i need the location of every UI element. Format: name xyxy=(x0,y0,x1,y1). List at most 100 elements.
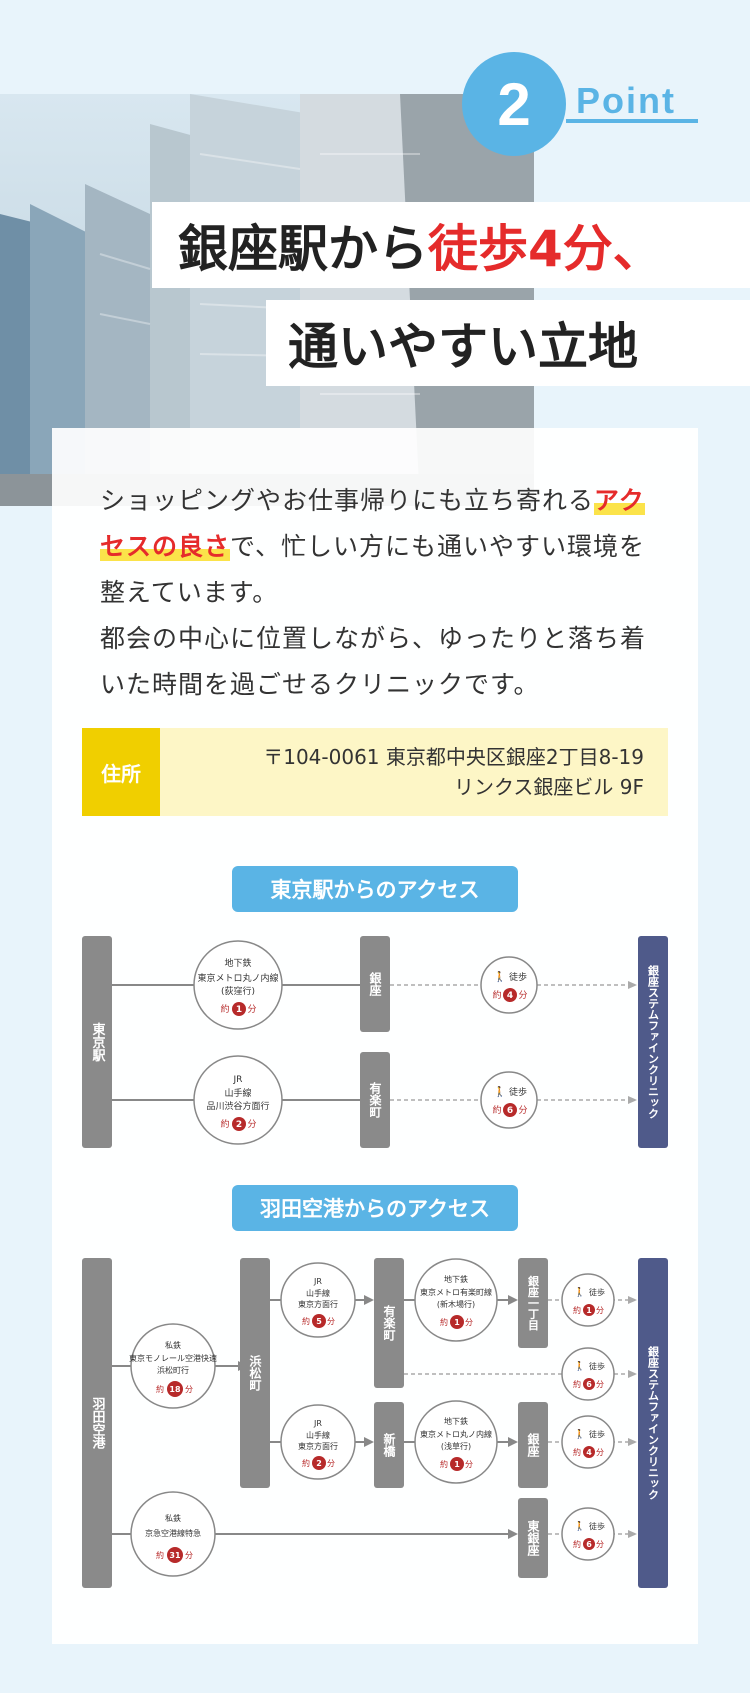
route2-direction: 品川渋谷方面行 xyxy=(206,1100,269,1112)
origin-haneda-label: 羽田空港 xyxy=(90,1397,106,1450)
walk2-badge xyxy=(583,1378,595,1390)
route1-walk-arrow xyxy=(628,981,637,989)
yurakucho-line-post: 分 xyxy=(465,1318,473,1327)
jr1-arrow xyxy=(364,1295,374,1305)
station-ginza xyxy=(360,936,390,1032)
marunouchi-direction: (浅草行) xyxy=(441,1441,471,1451)
walk2-pre: 約 xyxy=(573,1379,581,1389)
point-number: 2 xyxy=(462,52,566,156)
station-ginza-label: 銀座 xyxy=(368,971,382,997)
walk1-pre: 約 xyxy=(573,1305,581,1315)
walker-icon: 🚶 xyxy=(574,1360,585,1372)
tokyo-route-diagram: 東京駅 銀座ステムファインクリニック 地下鉄 東京メトロ丸ノ内線 (荻窪行) 約… xyxy=(82,936,668,1148)
walker-icon: 🚶 xyxy=(574,1520,585,1532)
walk3-pre: 約 xyxy=(573,1447,581,1457)
walk4-post: 分 xyxy=(596,1540,604,1549)
station-yurakucho-label: 有楽町 xyxy=(382,1304,396,1342)
walk1-min: 1 xyxy=(586,1306,592,1315)
jr2-min: 2 xyxy=(316,1459,322,1468)
origin-tokyo-station xyxy=(82,936,112,1148)
yurakucho-line-min: 1 xyxy=(454,1318,460,1327)
marunouchi-type: 地下鉄 xyxy=(444,1416,468,1426)
route1-direction: (荻窪行) xyxy=(221,985,255,997)
keikyu-line-name: 京急空港線特急 xyxy=(145,1528,201,1538)
route2-walk-post: 分 xyxy=(518,1105,527,1116)
route2-walk-label: 徒歩 xyxy=(509,1086,527,1098)
station-yurakucho xyxy=(374,1258,404,1388)
keikyu-circle xyxy=(130,1491,216,1577)
intro-paragraph-2: 都会の中心に位置しながら、ゆったりと落ち着いた時間を過ごせるクリニックです。 xyxy=(100,624,647,699)
walk1-arrow xyxy=(628,1296,637,1304)
station-ginza-label: 銀座 xyxy=(526,1432,540,1458)
walk2-post: 分 xyxy=(596,1380,604,1389)
route2-pre: 約 xyxy=(220,1118,229,1130)
route1-train-circle xyxy=(193,940,283,1030)
route1-walk-badge xyxy=(503,988,517,1002)
walk4-badge xyxy=(583,1538,595,1550)
destination-clinic xyxy=(638,936,668,1148)
headline-text-a: 銀座駅から xyxy=(178,220,428,278)
walk3-label: 徒歩 xyxy=(589,1429,605,1439)
walk4-pre: 約 xyxy=(573,1539,581,1549)
tokyo-access-tag: 東京駅からのアクセス xyxy=(232,866,518,912)
yurakucho-line-min-badge xyxy=(450,1315,464,1329)
station-higashi-ginza-label: 東銀座 xyxy=(526,1519,540,1557)
keikyu-post: 分 xyxy=(185,1551,193,1560)
destination-label: 銀座ステムファインクリニック xyxy=(647,964,661,1119)
jr1-min: 5 xyxy=(316,1317,322,1326)
mono-min-badge xyxy=(167,1381,183,1397)
station-ginza-itchome-label: 銀座一丁目 xyxy=(527,1274,541,1331)
keikyu-min-badge xyxy=(167,1547,183,1563)
station-yurakucho-label: 有楽町 xyxy=(368,1081,382,1119)
mono-type: 私鉄 xyxy=(165,1340,181,1350)
point-badge: 2 Point xyxy=(458,48,698,156)
intro-text: ショッピングやお仕事帰りにも立ち寄れるアクセスの良さで、忙しい方にも通いやすい環… xyxy=(100,478,660,708)
keikyu-type: 私鉄 xyxy=(165,1513,181,1523)
walk1-label: 徒歩 xyxy=(589,1287,605,1297)
mono-direction: 浜松町行 xyxy=(157,1365,189,1375)
jr2-pre: 約 xyxy=(302,1458,310,1468)
route1-walk-pre: 約 xyxy=(492,989,501,1001)
route1-min-badge xyxy=(232,1002,246,1016)
yurakucho-line-arrow xyxy=(508,1295,518,1305)
walk2-circle xyxy=(561,1347,615,1401)
mono-post: 分 xyxy=(185,1385,193,1394)
route2-walk-badge xyxy=(503,1103,517,1117)
walk2-label: 徒歩 xyxy=(589,1361,605,1371)
intro-p1-b: で、忙しい方にも通いやすい環境を整えています。 xyxy=(100,532,646,607)
walk4-label: 徒歩 xyxy=(589,1521,605,1531)
route1-walk-circle xyxy=(480,956,538,1014)
station-yurakucho xyxy=(360,1052,390,1148)
route2-walk-circle xyxy=(480,1071,538,1129)
walk2-min: 6 xyxy=(586,1380,592,1389)
marunouchi-circle xyxy=(414,1400,498,1484)
route1-pre: 約 xyxy=(220,1003,229,1015)
route2-walk-arrow xyxy=(628,1096,637,1104)
route2-walk-pre: 約 xyxy=(492,1104,501,1116)
jr2-direction: 東京方面行 xyxy=(298,1441,338,1451)
walk1-circle xyxy=(561,1273,615,1327)
jr2-line-name: 山手線 xyxy=(306,1430,330,1440)
walk4-circle xyxy=(561,1507,615,1561)
walker-icon: 🚶 xyxy=(574,1286,585,1298)
walker-icon: 🚶 xyxy=(574,1428,585,1440)
yurakucho-line-type: 地下鉄 xyxy=(444,1274,468,1284)
jr2-circle xyxy=(280,1404,356,1480)
mono-min: 18 xyxy=(169,1385,181,1394)
walk2-arrow xyxy=(628,1370,637,1378)
headline-line-2: 通いやすい立地 xyxy=(266,300,750,386)
route2-post: 分 xyxy=(247,1119,256,1130)
walk1-badge xyxy=(583,1304,595,1316)
jr1-post: 分 xyxy=(327,1317,335,1326)
jr2-min-badge xyxy=(312,1456,326,1470)
station-shinbashi-label: 新橋 xyxy=(382,1432,396,1458)
haneda-access-tag: 羽田空港からのアクセス xyxy=(232,1185,518,1231)
route1-walk-label: 徒歩 xyxy=(509,971,527,983)
walker-icon: 🚶 xyxy=(494,1085,506,1098)
station-ginza xyxy=(518,1402,548,1488)
walk4-arrow xyxy=(628,1530,637,1538)
yurakucho-line-pre: 約 xyxy=(440,1317,448,1327)
mono-circle xyxy=(130,1323,216,1409)
route1-walk-post: 分 xyxy=(518,990,527,1001)
walk3-min: 4 xyxy=(586,1448,592,1457)
